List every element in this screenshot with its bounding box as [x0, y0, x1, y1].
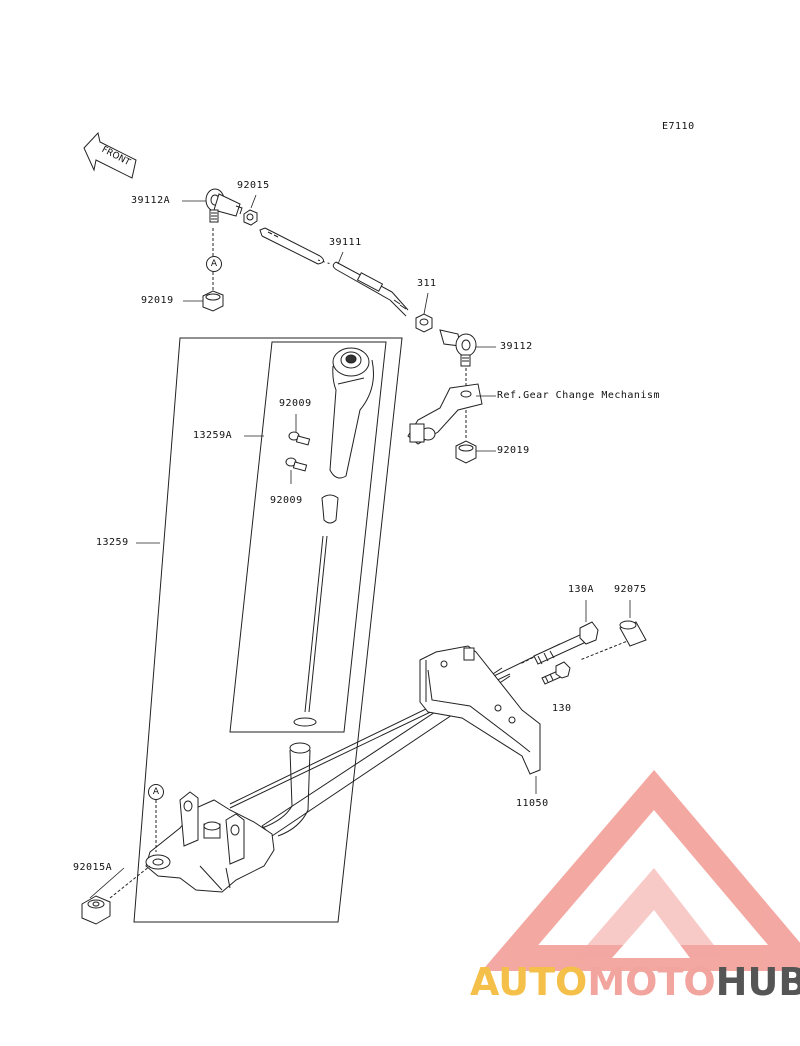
bolt-130 [541, 661, 571, 685]
label-39112: 39112 [500, 341, 533, 352]
collar-92075 [619, 620, 647, 647]
screw-92009-a [288, 431, 311, 446]
label-130: 130 [552, 703, 572, 714]
tie-rod-end-39112 [439, 329, 477, 367]
front-arrow-icon: FRONT [83, 131, 137, 179]
label-92009-b: 92009 [270, 495, 303, 506]
nut-92019-mid [455, 440, 477, 464]
label-92075: 92075 [614, 584, 647, 595]
watermark-text: AUTOMOTOHUB [470, 960, 800, 1004]
label-92019-mid: 92019 [497, 445, 530, 456]
label-13259: 13259 [96, 537, 129, 548]
reference-circle-a-bottom: A [148, 784, 164, 800]
label-92015A: 92015A [73, 862, 113, 873]
reference-circle-a-top: A [206, 256, 222, 272]
label-39111: 39111 [329, 237, 362, 248]
assembly-13259A-outline [229, 341, 387, 733]
nut-311 [415, 313, 433, 333]
assembly-13259-outline [133, 337, 403, 923]
shift-knob [329, 347, 374, 479]
label-311: 311 [417, 278, 437, 289]
lever-rod [293, 535, 328, 727]
label-92019-top: 92019 [141, 295, 174, 306]
label-92015-top: 92015 [237, 180, 270, 191]
lever-sleeve [321, 494, 339, 524]
label-130A: 130A [568, 584, 595, 595]
watermark-logo-icon [481, 769, 800, 971]
shift-arm-bracket [407, 383, 483, 445]
tie-rod-39111 [259, 227, 409, 317]
label-92009-a: 92009 [279, 398, 312, 409]
label-39112A: 39112A [131, 195, 171, 206]
shift-base-housing [145, 791, 275, 893]
nut-92015 [243, 209, 258, 226]
nut-92019-top [202, 290, 224, 312]
bolt-130A [533, 621, 599, 665]
label-11050: 11050 [516, 798, 549, 809]
watermark-hub: HUB [715, 960, 800, 1004]
diagram-code: E7110 [662, 121, 695, 132]
tie-rod-end-39112A [205, 188, 243, 223]
label-ref-gear-change: Ref.Gear Change Mechanism [497, 390, 661, 401]
nut-92015A [81, 895, 111, 925]
watermark-moto: MOTO [587, 960, 716, 1004]
screw-92009-b [285, 457, 308, 472]
mount-bracket-11050 [419, 645, 541, 775]
label-13259A: 13259A [193, 430, 233, 441]
watermark-auto: AUTO [470, 960, 588, 1004]
